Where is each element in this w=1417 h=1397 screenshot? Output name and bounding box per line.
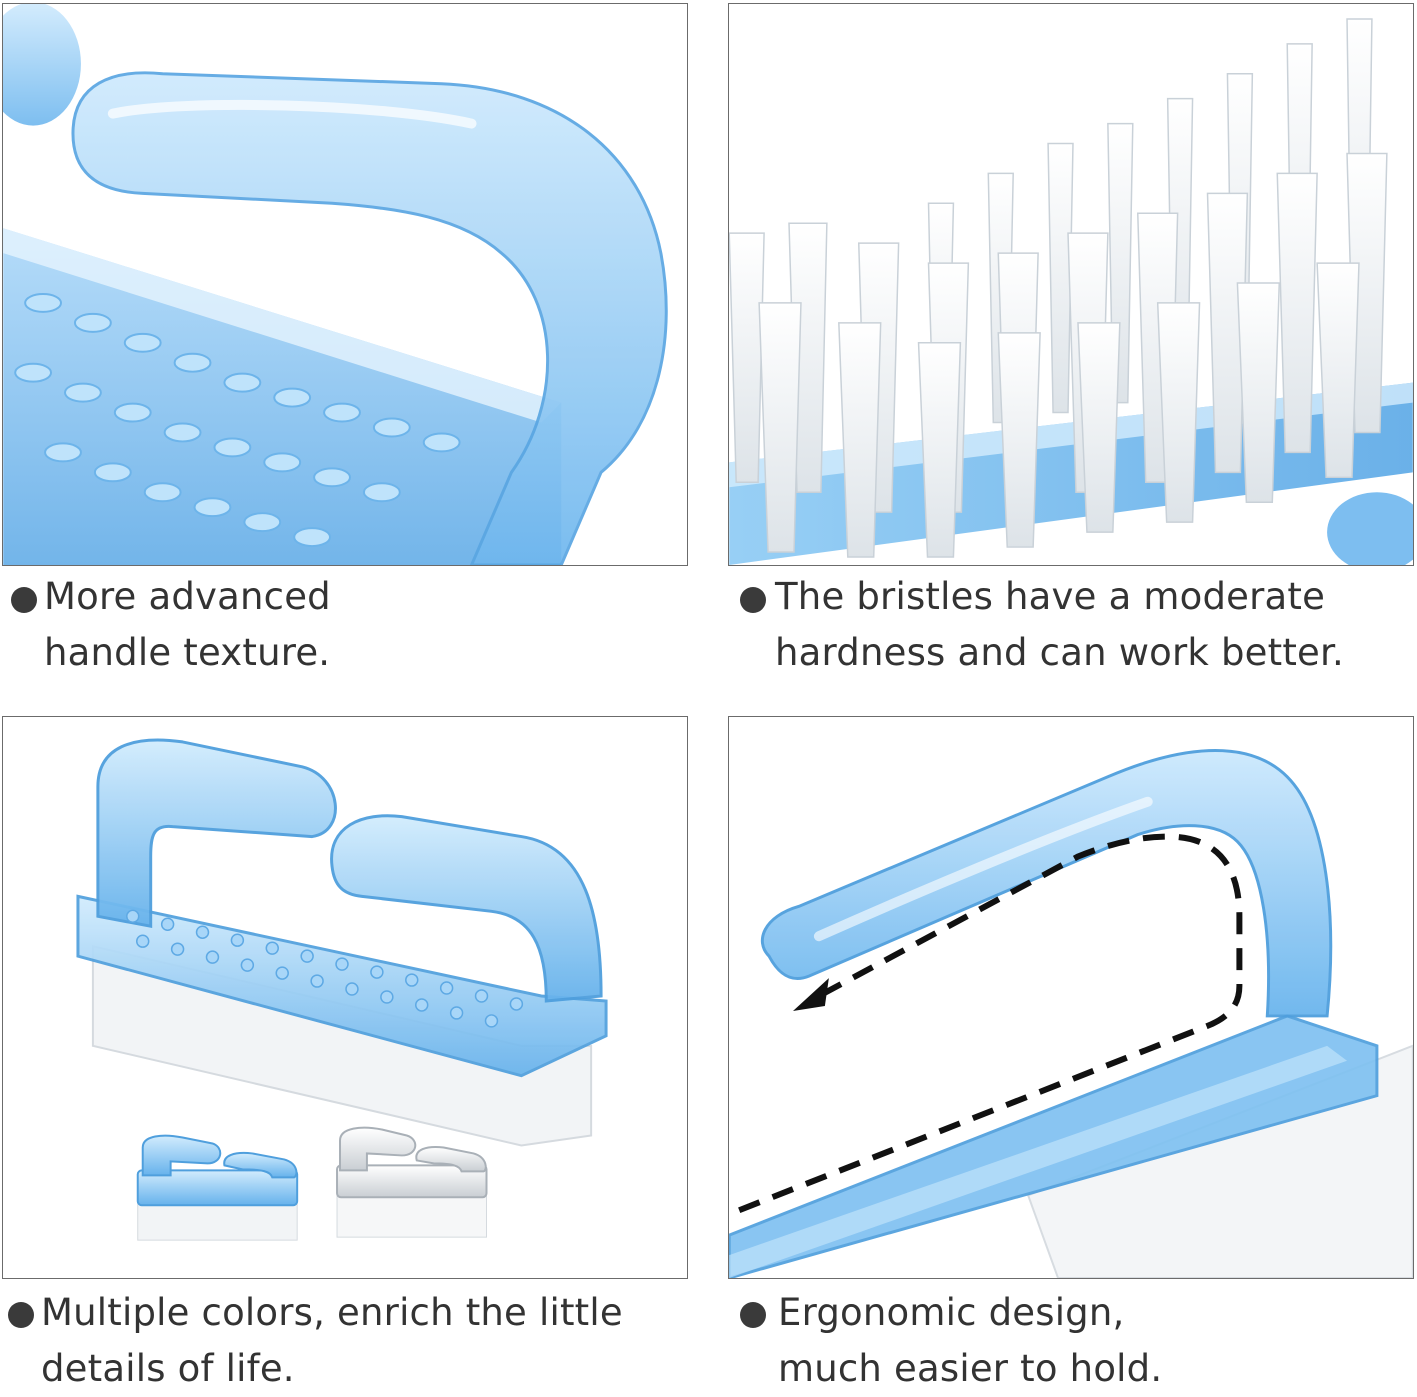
arrow-head-icon [792, 978, 829, 1011]
panel-colors [2, 716, 688, 1279]
caption-line: much easier to hold. [778, 1347, 1163, 1390]
caption-ergonomic: Ergonomic design, much easier to hold. [778, 1285, 1162, 1397]
handle-closeup-image [3, 4, 668, 565]
caption-line: Ergonomic design, [778, 1291, 1125, 1334]
bullet-dot-icon [740, 1302, 766, 1328]
caption-line: hardness and can work better. [775, 631, 1345, 674]
caption-line: details of life. [41, 1347, 295, 1390]
panel-bristles [728, 3, 1414, 566]
caption-line: More advanced [44, 575, 331, 618]
small-clear-brush [336, 1126, 488, 1238]
panel-handle-texture [2, 3, 688, 566]
bullet-dot-icon [8, 1302, 34, 1328]
caption-bristles: The bristles have a moderate hardness an… [775, 569, 1344, 681]
caption-handle-texture: More advanced handle texture. [44, 569, 331, 681]
caption-colors: Multiple colors, enrich the little detai… [41, 1285, 623, 1397]
small-blue-brush [136, 1134, 299, 1241]
bristles-closeup-image [729, 18, 1413, 565]
caption-line: handle texture. [44, 631, 331, 674]
panel-ergonomic [728, 716, 1414, 1279]
bullet-dot-icon [11, 587, 37, 613]
ergonomic-handle-image [729, 749, 1413, 1278]
caption-line: Multiple colors, enrich the little [41, 1291, 623, 1334]
bullet-dot-icon [740, 587, 766, 613]
caption-line: The bristles have a moderate [775, 575, 1326, 618]
brush-variants-image [76, 738, 608, 1241]
